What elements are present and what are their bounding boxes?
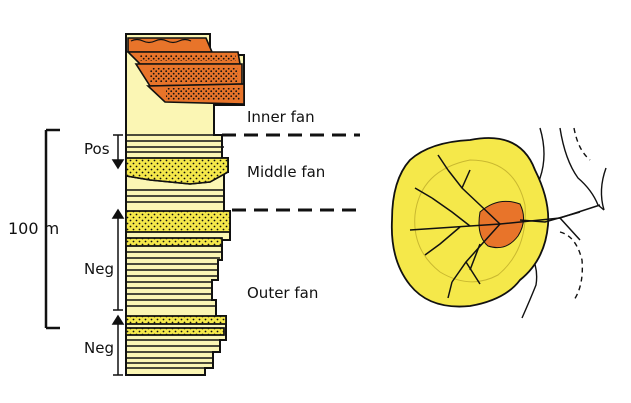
stratigraphic-column xyxy=(125,33,245,376)
scale-bar xyxy=(44,128,60,330)
trend-label-neg-upper: Neg xyxy=(84,260,114,278)
trend-label-pos: Pos xyxy=(84,140,110,158)
scale-bar-label: 100 m xyxy=(8,219,59,238)
trend-label-neg-lower: Neg xyxy=(84,339,114,357)
middle-fan-label: Middle fan xyxy=(247,163,325,181)
inner-fan-label: Inner fan xyxy=(247,108,315,126)
inner-fan-beds xyxy=(126,37,245,105)
middle-fan-beds xyxy=(125,134,229,203)
trend-arrows xyxy=(111,134,125,376)
fan-map xyxy=(390,127,607,319)
channel-network xyxy=(409,154,601,299)
column-outline xyxy=(125,33,245,376)
outer-fan-beds xyxy=(125,210,231,369)
outer-fan-label: Outer fan xyxy=(247,284,318,302)
